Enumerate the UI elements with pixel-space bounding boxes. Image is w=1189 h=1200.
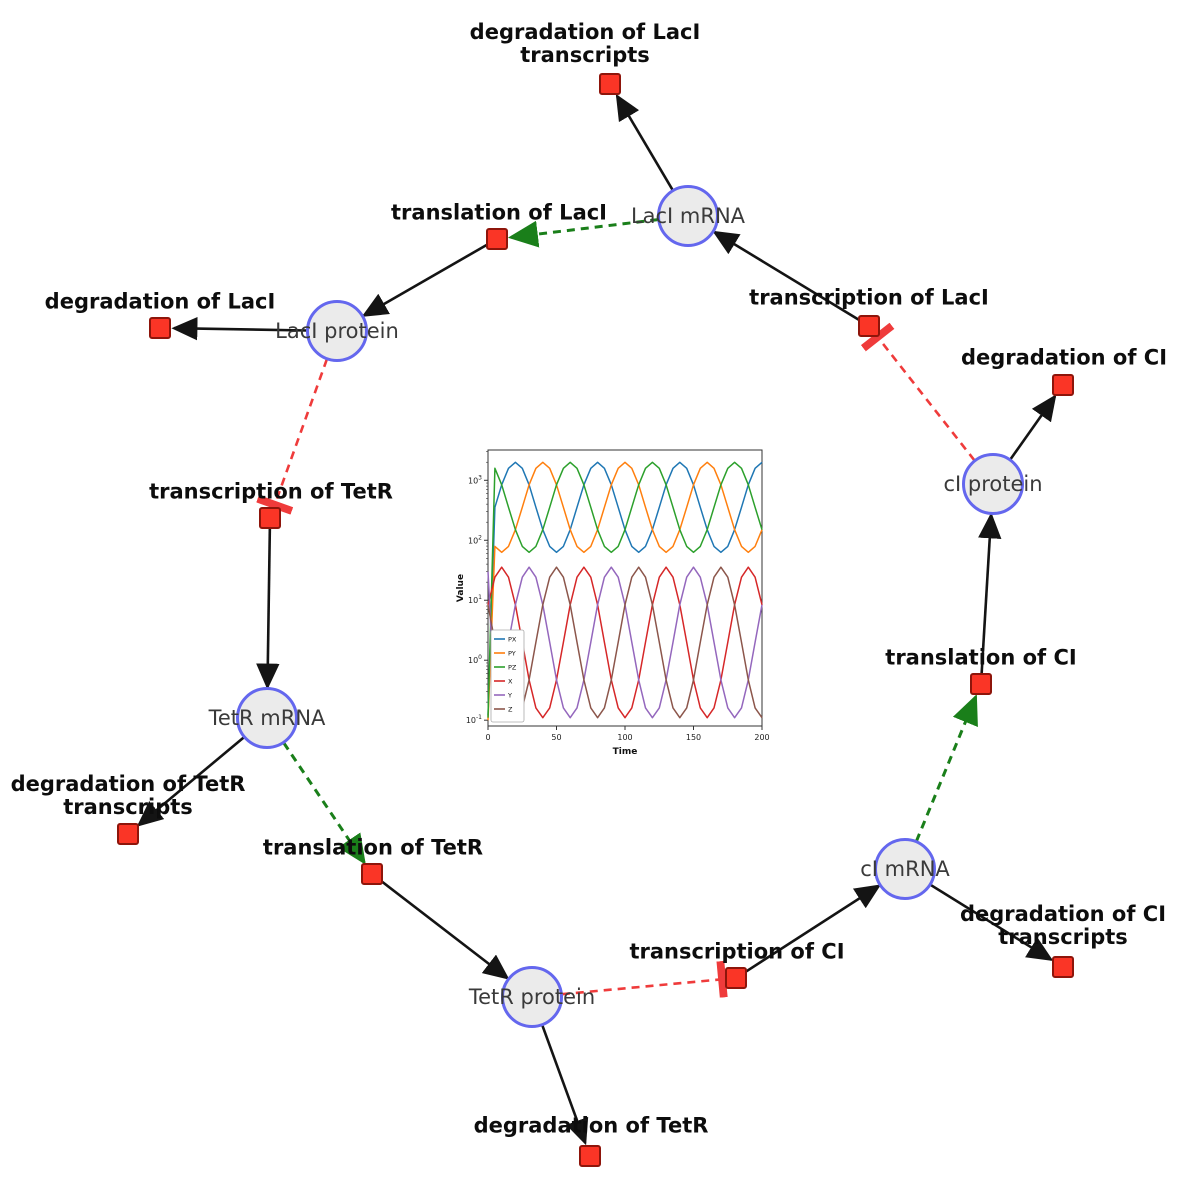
edge-laci_protein-deg_laci	[171, 316, 308, 341]
edge-transcr_ci-ci_mrna	[744, 884, 882, 974]
svg-text:PZ: PZ	[508, 664, 517, 672]
edge-ci_protein-transcr_laci	[860, 322, 976, 462]
species-label-ci_protein: cI protein	[943, 472, 1043, 496]
reaction-label-deg_tetr: degradation of TetR	[473, 1113, 709, 1138]
species-node-tetr_protein[interactable]	[501, 966, 563, 1028]
edge-tetr_mrna-deg_tetr_tx	[136, 736, 245, 827]
edge-laci_protein-transcr_tetr	[256, 358, 329, 515]
series-Y	[487, 566, 763, 719]
edge-tetr_mrna-transl_tetr	[282, 742, 366, 865]
reaction-node-deg_laci_tx[interactable]	[599, 73, 621, 95]
svg-text:100: 100	[617, 733, 632, 742]
svg-text:PX: PX	[508, 636, 517, 644]
svg-text:50: 50	[551, 733, 561, 742]
edge-laci_mrna-deg_laci_tx	[615, 93, 674, 191]
edge-transcr_tetr-tetr_mrna	[256, 528, 280, 690]
svg-text:100: 100	[468, 654, 482, 665]
species-label-tetr_protein: TetR protein	[468, 985, 596, 1009]
edge-transcr_laci-laci_mrna	[712, 230, 861, 322]
svg-text:Time: Time	[613, 747, 638, 757]
reaction-label-transl_laci: translation of LacI	[391, 200, 607, 225]
svg-text:PY: PY	[508, 650, 516, 658]
reaction-node-transcr_laci[interactable]	[858, 315, 880, 337]
svg-text:0: 0	[485, 733, 490, 742]
reaction-node-deg_ci_tx[interactable]	[1052, 956, 1074, 978]
species-node-tetr_mrna[interactable]	[236, 687, 298, 749]
species-label-laci_mrna: LacI mRNA	[630, 204, 746, 228]
reaction-label-transl_ci: translation of CI	[885, 645, 1077, 670]
reaction-node-deg_tetr_tx[interactable]	[117, 823, 139, 845]
reaction-node-transcr_tetr[interactable]	[259, 507, 281, 529]
reaction-node-deg_laci[interactable]	[149, 317, 171, 339]
edge-ci_mrna-transl_ci	[915, 694, 978, 842]
reaction-node-transcr_ci[interactable]	[725, 967, 747, 989]
reaction-label-transcr_ci: transcription of CI	[629, 939, 845, 964]
edge-ci_protein-deg_ci	[1009, 394, 1057, 461]
series-PZ	[487, 461, 763, 718]
reaction-node-transl_ci[interactable]	[970, 673, 992, 695]
reaction-node-deg_tetr[interactable]	[579, 1145, 601, 1167]
series-X	[487, 566, 763, 719]
species-node-ci_mrna[interactable]	[874, 838, 936, 900]
edge-transl_laci-laci_protein	[361, 243, 489, 317]
species-node-laci_protein[interactable]	[306, 300, 368, 362]
edge-tetr_protein-deg_tetr	[541, 1024, 589, 1146]
reaction-label-transcr_laci: transcription of LacI	[749, 285, 989, 310]
svg-text:103: 103	[468, 474, 482, 485]
svg-text:X: X	[508, 678, 513, 686]
svg-text:Y: Y	[507, 692, 512, 700]
reaction-node-deg_ci[interactable]	[1052, 374, 1074, 396]
reaction-label-transcr_tetr: transcription of TetR	[149, 479, 393, 504]
reaction-node-transl_tetr[interactable]	[361, 863, 383, 885]
species-label-ci_mrna: cI mRNA	[860, 857, 950, 881]
series-Z	[487, 566, 763, 719]
reaction-label-deg_laci: degradation of LacI	[44, 289, 276, 314]
svg-text:10-1: 10-1	[466, 714, 482, 725]
svg-text:200: 200	[754, 733, 769, 742]
reaction-label-transl_tetr: translation of TetR	[262, 835, 484, 860]
svg-text:Value: Value	[456, 574, 466, 602]
reaction-label-deg_ci: degradation of CI	[960, 345, 1168, 370]
svg-text:102: 102	[468, 534, 482, 545]
svg-text:150: 150	[686, 733, 701, 742]
species-node-laci_mrna[interactable]	[657, 185, 719, 247]
edge-transl_tetr-tetr_protein	[379, 879, 510, 980]
edge-laci_mrna-transl_laci	[507, 218, 659, 248]
edge-transl_ci-ci_protein	[978, 512, 1002, 674]
species-label-tetr_mrna: TetR mRNA	[208, 706, 326, 730]
reaction-node-transl_laci[interactable]	[486, 228, 508, 250]
edge-ci_mrna-deg_ci_tx	[929, 883, 1054, 961]
svg-text:Z: Z	[508, 706, 513, 714]
series-PY	[487, 461, 763, 721]
species-label-laci_protein: LacI protein	[275, 319, 399, 343]
svg-text:101: 101	[468, 594, 482, 605]
